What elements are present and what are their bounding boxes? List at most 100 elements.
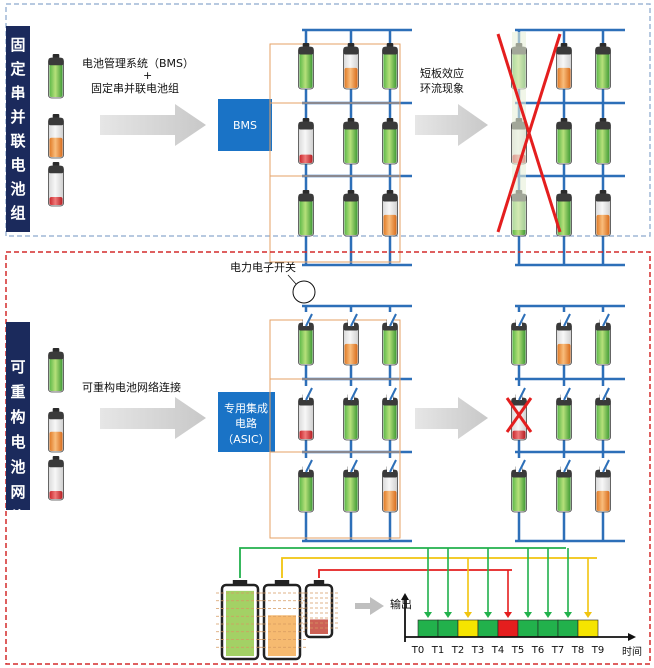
time-slot bbox=[437, 619, 459, 638]
time-tick-label: T5 bbox=[511, 645, 524, 656]
time-tick-label: T1 bbox=[431, 645, 444, 656]
side-title-char: 固 bbox=[10, 36, 25, 54]
bottom-result-network bbox=[505, 304, 625, 543]
network-battery bbox=[511, 319, 527, 366]
bottom-side-title: 可重构电池网络 bbox=[10, 358, 25, 526]
time-slot bbox=[497, 619, 519, 638]
side-title-char: 络 bbox=[10, 508, 25, 526]
time-tick-label: T0 bbox=[411, 645, 424, 656]
asic-box-line3: （ASIC） bbox=[222, 433, 269, 446]
network-battery bbox=[556, 118, 572, 165]
network-battery bbox=[382, 466, 398, 513]
side-title-char: 网 bbox=[10, 483, 25, 501]
side-title-char: 构 bbox=[10, 408, 25, 426]
network-battery bbox=[511, 466, 527, 513]
timeline-arrow bbox=[355, 597, 384, 615]
bottom-side-title-box bbox=[6, 322, 30, 510]
top-desc-plus: + bbox=[143, 69, 152, 82]
time-tick-label: T9 bbox=[591, 645, 604, 656]
network-battery bbox=[298, 118, 314, 165]
side-title-char: 可 bbox=[10, 358, 25, 376]
network-battery bbox=[556, 190, 572, 237]
legend-battery-low bbox=[48, 162, 64, 207]
striped-cell bbox=[258, 580, 306, 661]
time-tick-label: T7 bbox=[551, 645, 564, 656]
time-tick-label: T2 bbox=[451, 645, 464, 656]
time-slot bbox=[537, 619, 559, 638]
side-title-char: 重 bbox=[10, 383, 25, 401]
network-battery bbox=[556, 466, 572, 513]
top-result-network bbox=[496, 28, 625, 267]
network-battery bbox=[595, 43, 611, 90]
asic-box-line1: 专用集成 bbox=[224, 401, 268, 415]
time-tick-label: T8 bbox=[571, 645, 584, 656]
bms-box-label: BMS bbox=[233, 119, 257, 132]
time-slot bbox=[557, 619, 579, 638]
top-effect-line2: 环流现象 bbox=[420, 81, 464, 95]
striped-cell bbox=[300, 580, 338, 639]
legend-battery-full bbox=[48, 54, 64, 99]
network-battery bbox=[556, 43, 572, 90]
network-battery bbox=[343, 466, 359, 513]
time-axis-label: 时间 bbox=[622, 645, 642, 658]
network-battery bbox=[343, 190, 359, 237]
network-battery bbox=[343, 394, 359, 441]
side-title-char: 组 bbox=[10, 204, 25, 222]
side-title-char: 电 bbox=[10, 156, 25, 174]
legend-battery-full bbox=[48, 348, 64, 393]
network-battery bbox=[298, 43, 314, 90]
top-desc-line2: 固定串并联电池组 bbox=[91, 81, 179, 95]
network-battery bbox=[382, 190, 398, 237]
time-slot bbox=[417, 619, 439, 638]
side-title-char: 定 bbox=[10, 60, 25, 78]
side-title-char: 池 bbox=[10, 458, 25, 476]
network-battery bbox=[382, 118, 398, 165]
asic-box bbox=[218, 392, 275, 452]
bottom-desc: 可重构电池网络连接 bbox=[82, 380, 181, 394]
striped-cell bbox=[216, 580, 264, 661]
network-battery bbox=[595, 466, 611, 513]
network-battery bbox=[382, 43, 398, 90]
network-battery bbox=[556, 394, 572, 441]
bottom-arrow-1 bbox=[100, 397, 206, 439]
network-battery bbox=[382, 394, 398, 441]
time-tick-label: T3 bbox=[471, 645, 484, 656]
top-side-title-box bbox=[6, 26, 30, 232]
legend-battery-half bbox=[48, 114, 64, 159]
network-battery bbox=[382, 319, 398, 366]
side-title-char: 电 bbox=[10, 433, 25, 451]
time-slot bbox=[477, 619, 499, 638]
legend-battery-low bbox=[48, 456, 64, 501]
network-battery bbox=[595, 118, 611, 165]
output-label: 输出 bbox=[390, 597, 412, 611]
time-tick-label: T4 bbox=[491, 645, 504, 656]
side-title-char: 联 bbox=[10, 132, 26, 150]
side-title-char: 池 bbox=[10, 180, 25, 198]
switch-label-leader bbox=[287, 274, 297, 285]
top-legend-batteries bbox=[48, 54, 64, 207]
side-title-char: 串 bbox=[10, 84, 25, 102]
network-battery bbox=[298, 466, 314, 513]
time-slot bbox=[577, 619, 599, 638]
top-arrow-2 bbox=[415, 104, 488, 146]
top-battery-network bbox=[269, 28, 412, 267]
network-battery bbox=[556, 319, 572, 366]
network-battery bbox=[343, 43, 359, 90]
bottom-arrow-2 bbox=[415, 397, 488, 439]
network-battery bbox=[595, 394, 611, 441]
side-title-char: 并 bbox=[10, 108, 25, 126]
time-tick-label: T6 bbox=[531, 645, 544, 656]
top-effect-line1: 短板效应 bbox=[420, 66, 464, 80]
time-slot bbox=[517, 619, 539, 638]
top-side-title: 固定串并联电池组 bbox=[10, 36, 26, 222]
bottom-battery-network bbox=[269, 304, 412, 543]
time-slot bbox=[457, 619, 479, 638]
top-desc-line1: 电池管理系统（BMS） bbox=[82, 56, 194, 70]
timeline-section: T0 T1 T2 T3 T4 T5 T6 T7 T8 T9 bbox=[216, 547, 636, 661]
legend-battery-half bbox=[48, 408, 64, 453]
network-battery bbox=[595, 190, 611, 237]
top-arrow-1 bbox=[100, 104, 206, 146]
asic-box-line2: 电路 bbox=[235, 417, 257, 430]
network-battery bbox=[298, 394, 314, 441]
